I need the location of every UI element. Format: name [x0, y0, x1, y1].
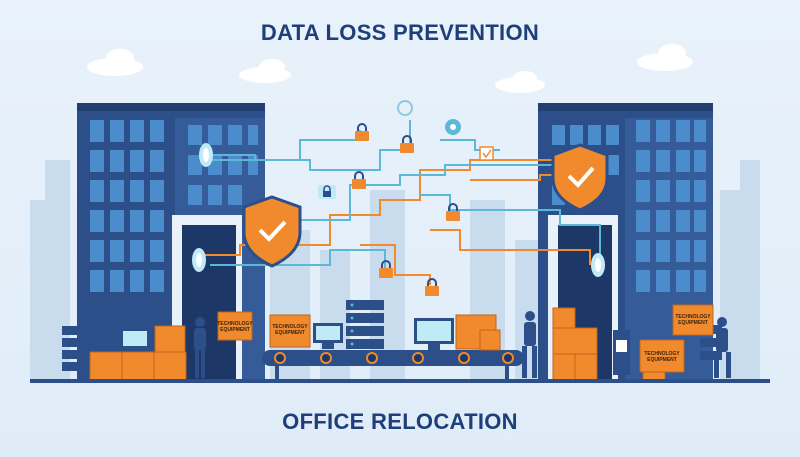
box-label-line1: TECHNOLOGY [675, 314, 711, 320]
worker-icon [714, 317, 731, 378]
shield-check-icon [551, 143, 609, 212]
box-label-line1: TECHNOLOGY [272, 324, 308, 330]
monitor-icon [120, 318, 454, 350]
box-label-line2: EQUIPMENT [275, 330, 305, 336]
left-office-building [77, 103, 265, 380]
data-flow-lines [205, 120, 601, 285]
shield-check-icon [242, 195, 302, 268]
box-label-line2: EQUIPMENT [647, 357, 677, 363]
cloud-icon [87, 44, 693, 93]
box-label: TECHNOLOGY EQUIPMENT TECHNOLOGY EQUIPMEN… [217, 314, 711, 363]
checkbox-icon [479, 146, 494, 161]
worker-icon [522, 311, 537, 378]
cardboard-box-icon [89, 304, 714, 381]
box-label-line1: TECHNOLOGY [217, 321, 253, 327]
gear-icon [397, 100, 461, 135]
ground-line [30, 379, 770, 383]
page-subtitle: OFFICE RELOCATION [282, 409, 518, 434]
server-rack-icon [62, 300, 722, 375]
box-label-line2: EQUIPMENT [220, 327, 250, 333]
box-label-line2: EQUIPMENT [678, 320, 708, 326]
padlock-icon [318, 123, 460, 296]
conveyor-belt-icon [262, 350, 524, 380]
connection-port-icon [192, 143, 605, 277]
worker-icon [194, 317, 206, 378]
page-title: DATA LOSS PREVENTION [260, 20, 540, 45]
box-label-line1: TECHNOLOGY [644, 351, 680, 357]
